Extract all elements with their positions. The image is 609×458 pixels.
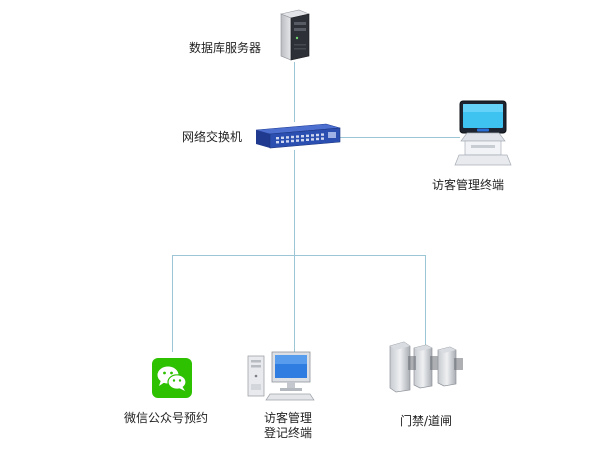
access-gate-label: 门禁/道闸	[400, 414, 453, 428]
network-switch-icon	[255, 123, 341, 149]
registration-label-line1: 访客管理	[264, 411, 313, 425]
wechat-booking	[152, 358, 192, 402]
network-switch-label: 网络交换机	[182, 130, 243, 144]
visitor-kiosk-label: 访客管理终端	[432, 178, 505, 192]
server-icon	[279, 9, 311, 61]
visitor-registration-terminal	[246, 350, 318, 406]
turnstile-gate-icon	[389, 341, 463, 393]
visitor-kiosk-terminal	[453, 97, 513, 173]
kiosk-terminal-icon	[454, 100, 512, 166]
wechat-icon	[152, 358, 192, 398]
wechat-booking-label: 微信公众号预约	[124, 411, 209, 425]
network-switch	[252, 122, 342, 156]
desktop-computer-icon	[247, 351, 315, 401]
access-gate	[386, 338, 466, 398]
registration-label-line2: 登记终端	[264, 426, 313, 440]
database-server	[277, 8, 311, 66]
database-server-label: 数据库服务器	[189, 41, 262, 55]
